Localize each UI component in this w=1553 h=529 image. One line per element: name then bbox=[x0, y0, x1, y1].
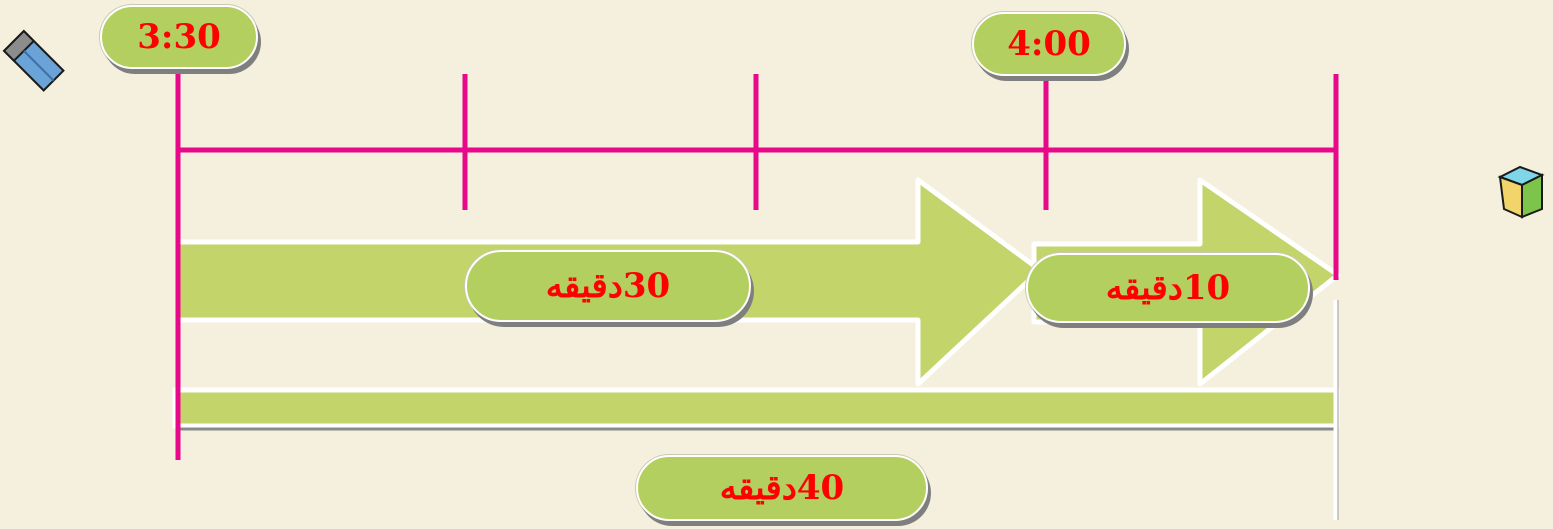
cube-icon bbox=[1497, 165, 1545, 219]
duration-bar-40 bbox=[172, 387, 1340, 429]
time-label-start: 3:30 bbox=[100, 5, 258, 69]
duration-label-40: 40دقيقه bbox=[636, 455, 928, 521]
time-label-mid-text: 4:00 bbox=[1007, 24, 1091, 64]
eraser-icon bbox=[2, 29, 65, 92]
duration-label-10-text: 10دقيقه bbox=[1105, 268, 1231, 308]
time-label-mid: 4:00 bbox=[972, 12, 1126, 76]
timeline-axis bbox=[175, 72, 1339, 460]
duration-label-30-text: 30دقيقه bbox=[545, 266, 671, 306]
time-label-start-text: 3:30 bbox=[137, 17, 221, 57]
duration-label-10: 10دقيقه bbox=[1026, 253, 1310, 323]
duration-label-30: 30دقيقه bbox=[465, 250, 751, 322]
duration-label-40-text: 40دقيقه bbox=[719, 468, 845, 508]
